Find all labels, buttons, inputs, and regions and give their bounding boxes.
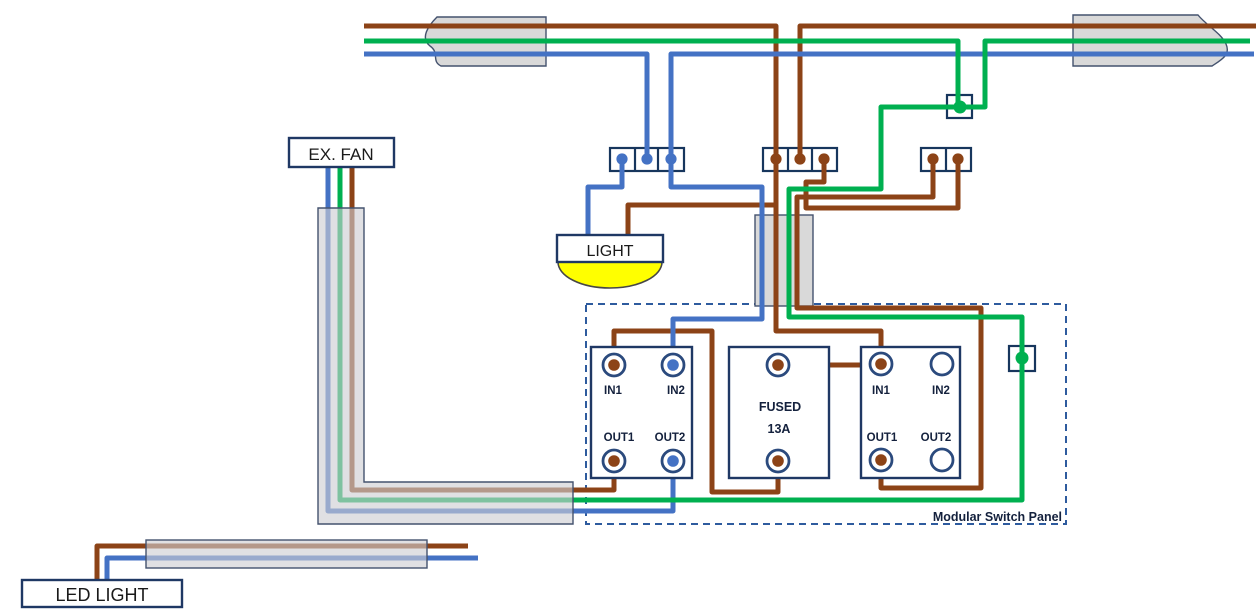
neutral-dot <box>616 153 628 165</box>
switch2-in2-label: IN2 <box>932 385 950 397</box>
live-main-left-to-switch2-in1 <box>364 23 884 364</box>
light-box <box>555 233 665 264</box>
switch2-out1-label: OUT1 <box>867 432 898 444</box>
switch1-in1-to-fuse-bottom <box>611 328 781 495</box>
fuse-label-line1: FUSED <box>759 400 801 414</box>
switch1-in2-label: IN2 <box>667 385 685 397</box>
neutral-to-switch1-in2 <box>668 159 765 365</box>
terminal-dot <box>667 455 679 467</box>
live-dot <box>770 153 782 165</box>
neutral-main-left <box>364 51 650 159</box>
switch2-in2-terminal <box>929 351 955 377</box>
earth-main-left <box>364 38 961 107</box>
neutral-dot <box>641 153 653 165</box>
light-lamp-shade <box>557 261 663 289</box>
neutral-to-light <box>585 159 625 235</box>
light-label: LIGHT <box>586 243 633 260</box>
switch1-out2-label: OUT2 <box>655 432 686 444</box>
led-light-label: LED LIGHT <box>55 585 148 605</box>
live-dot <box>794 153 806 165</box>
switch2-out2-label: OUT2 <box>921 432 952 444</box>
terminal-dot <box>608 455 620 467</box>
panel-drop-conduit <box>754 214 814 307</box>
live-feed-to-switch2-out1 <box>794 159 984 491</box>
neutral-main-right <box>668 51 1254 159</box>
terminal-dot <box>772 455 784 467</box>
ex-fan-box <box>287 136 396 169</box>
live-dot <box>818 153 830 165</box>
ex-fan-label: EX. FAN <box>308 145 373 164</box>
terminal-dot <box>667 359 679 371</box>
earth-junction-dot <box>1015 351 1029 365</box>
live-dot <box>952 153 964 165</box>
terminal-dot <box>608 359 620 371</box>
switch1-out1-label: OUT1 <box>604 432 635 444</box>
wire-dots <box>608 100 1029 467</box>
panel-label: Modular Switch Panel <box>933 510 1062 524</box>
exfan-conduit <box>317 207 574 525</box>
switch2-out2-terminal <box>929 447 955 473</box>
live-main-right <box>797 23 1256 159</box>
switch2-in1-label: IN1 <box>872 385 891 397</box>
terminal-dot <box>772 359 784 371</box>
earth-main-right <box>960 38 1250 110</box>
live-dot <box>927 153 939 165</box>
switch1-in1-label: IN1 <box>604 385 623 397</box>
modular-switch-panel-border <box>585 303 1067 525</box>
led-light-box <box>20 578 184 609</box>
live-light-tap <box>625 202 776 235</box>
terminal-dot <box>875 454 887 466</box>
earth-junction-dot <box>953 100 967 114</box>
led-conduit <box>145 539 428 569</box>
exfan-live-to-switch1-out1 <box>349 167 617 493</box>
neutral-dot <box>665 153 677 165</box>
terminal-dot <box>875 358 887 370</box>
fuse-label-line2: 13A <box>768 422 791 436</box>
